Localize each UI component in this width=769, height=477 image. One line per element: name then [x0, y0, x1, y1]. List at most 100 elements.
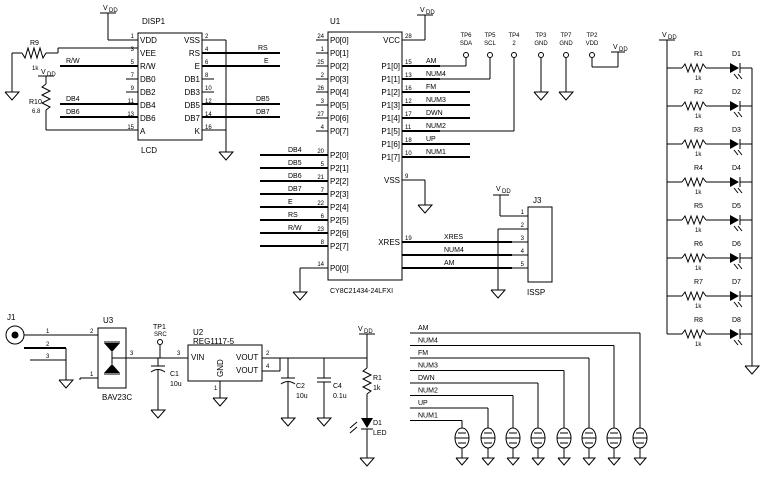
lcd-net-e: E: [264, 58, 269, 65]
lcd-pin-num: 15: [127, 125, 134, 131]
u3-ref: U3: [103, 316, 114, 325]
led-diode-ref: D1: [732, 51, 741, 58]
switch-net-label: UP: [418, 400, 428, 407]
led-resistor-value: 1k: [695, 190, 702, 196]
lcd-net-db7: DB7: [256, 109, 270, 116]
mcu-net-right: AM: [426, 58, 437, 65]
led-resistor-value: 1k: [695, 342, 702, 348]
led-diode: [730, 101, 739, 111]
mcu-pin-name: P0[0]: [330, 264, 349, 273]
testpoint-ref: TP2: [586, 33, 598, 39]
led-resistor-ref: R8: [694, 317, 703, 324]
mcu-pin-num: 8: [321, 240, 325, 246]
lcd-pin-num: 16: [205, 125, 212, 131]
mcu-net-right: NUM4: [426, 71, 446, 78]
lcd-pin-num: 5: [131, 60, 135, 66]
led-resistor-ref: R2: [694, 89, 703, 96]
mcu-vdd-label: V: [420, 7, 425, 14]
led-diode: [730, 177, 739, 187]
lcd-pin-name: DB0: [140, 75, 156, 84]
r9-value: 1k: [32, 66, 39, 72]
lcd-pin-num: 8: [205, 73, 209, 79]
r10-resistor: [40, 83, 52, 111]
lcd-pin-name: A: [140, 127, 146, 136]
led-vdd-sub: DD: [668, 35, 677, 41]
led-diode-ref: D8: [732, 317, 741, 324]
j3-body: [527, 206, 553, 283]
mcu-pin-num: 16: [405, 86, 412, 92]
r10-vdd-sub: DD: [47, 72, 56, 78]
r10-vdd-label: V: [41, 69, 46, 76]
lcd-pin-num: 13: [127, 112, 134, 118]
mcu-pin-name: P0[4]: [330, 88, 349, 97]
mcu-net-left: E: [288, 199, 293, 206]
mcu-pin-name: P2[1]: [330, 164, 349, 173]
lcd-net-rs: RS: [258, 45, 268, 52]
j3-pin-num: 2: [521, 223, 525, 229]
led-diode: [730, 63, 739, 73]
testpoint-ref: TP6: [460, 33, 472, 39]
r9-ref: R9: [30, 40, 39, 47]
c4-ref: C4: [333, 383, 342, 390]
lcd-pin-num: 7: [131, 73, 135, 79]
j3-pin-num: 4: [521, 249, 525, 255]
mcu-net-right: DWN: [426, 110, 443, 117]
led-resistor: [681, 214, 707, 226]
testpoint-ref: TP5: [484, 33, 496, 39]
power-section: J1 1 2 3 U3 BAV23C 2 1 3 TP1 SRC: [5, 313, 387, 467]
mcu-pin-name: P1[7]: [381, 153, 400, 162]
mcu-net-left: DB6: [288, 173, 302, 180]
lcd-pin-num: 6: [205, 60, 209, 66]
led-diode-ref: D7: [732, 279, 741, 286]
lcd-pin-name: VSS: [184, 36, 200, 45]
switch-net-label: NUM2: [418, 388, 438, 395]
mcu-pin-num: 1: [321, 47, 325, 53]
mcu-pin-name: P0[0]: [330, 36, 349, 45]
testpoint-tp4: [511, 52, 517, 58]
mcu-pin-num: 13: [405, 73, 412, 79]
lcd-net-db4: DB4: [66, 96, 80, 103]
u2-pin4: 4: [266, 364, 270, 370]
mcu-pin-num: 25: [317, 60, 324, 66]
lcd-pin-name: DB4: [140, 101, 156, 110]
mcu-pin-name: P2[6]: [330, 229, 349, 238]
led-resistor-ref: R3: [694, 127, 703, 134]
testpoint-net: GND: [534, 41, 548, 47]
led-resistor-value: 1k: [695, 228, 702, 234]
r10-value: 6.8: [32, 109, 41, 115]
mcu-pin-num: 20: [317, 149, 324, 155]
testpoint-ref: TP4: [508, 33, 520, 39]
mcu-pin-num: 24: [317, 34, 324, 40]
j1-pin1: 1: [46, 329, 50, 335]
mcu-body: [327, 31, 403, 281]
led-diode: [730, 291, 739, 301]
r1-ref: R1: [373, 375, 382, 382]
lcd-pin-name: DB6: [140, 114, 156, 123]
lcd-pin-num: 11: [128, 99, 135, 105]
lcd-pin-num: 2: [205, 34, 209, 40]
mcu-pin-name: VSS: [384, 176, 400, 185]
u2-pin2: 2: [266, 351, 270, 357]
led-resistor-ref: R5: [694, 203, 703, 210]
led-resistor-ref: R4: [694, 165, 703, 172]
j3-pin-num: 5: [521, 262, 525, 268]
led-resistor: [681, 328, 707, 340]
j3-vdd-sub: DD: [502, 189, 511, 195]
testpoint-net: SCL: [484, 41, 496, 47]
j3-vdd-label: V: [496, 186, 501, 193]
tp2-vdd-sub: DD: [619, 47, 628, 53]
testpoint-tp7: [563, 52, 569, 58]
led-diode: [730, 139, 739, 149]
j1-pin-center: [11, 331, 19, 339]
d1-value: LED: [373, 430, 387, 437]
mcu-pin-num: 17: [405, 112, 412, 118]
j3-ref: J3: [533, 196, 542, 205]
lcd-vdd-sub: DD: [109, 8, 118, 14]
lcd-pin-name: DB7: [184, 114, 200, 123]
mcu-pin-num: 7: [321, 188, 325, 194]
lcd-pin-name: VDD: [140, 36, 157, 45]
lcd-pin-num: 10: [205, 86, 212, 92]
lcd-net-db6: DB6: [66, 109, 80, 116]
